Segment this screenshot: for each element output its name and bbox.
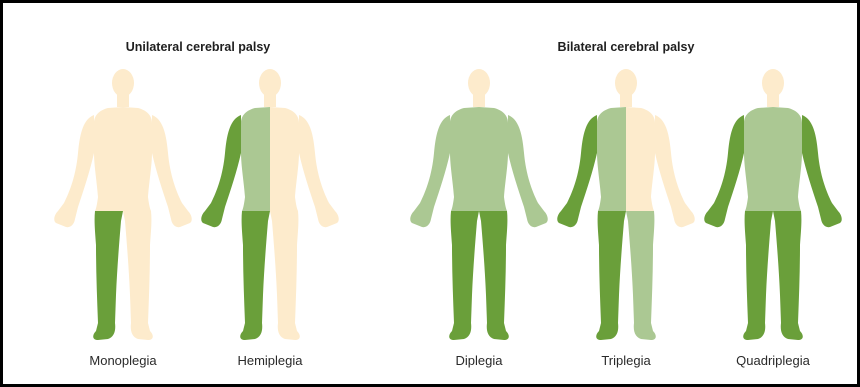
arm-right-region	[299, 115, 339, 227]
figure-diplegia	[404, 65, 554, 345]
body-figure	[698, 65, 848, 345]
head-region	[112, 69, 134, 107]
arm-left-region	[54, 115, 94, 227]
leg-left-region	[743, 211, 773, 340]
leg-right-region	[270, 211, 300, 340]
arm-left-region	[557, 115, 597, 227]
leg-right-region	[626, 211, 656, 340]
torso-left-region	[597, 107, 626, 211]
torso-left-region	[450, 107, 479, 211]
torso-left-region	[94, 107, 123, 211]
leg-left-region	[449, 211, 479, 340]
body-figure	[404, 65, 554, 345]
torso-right-region	[479, 107, 508, 211]
head-region	[615, 69, 637, 107]
leg-right-region	[773, 211, 803, 340]
torso-right-region	[626, 107, 655, 211]
heading-unilateral: Unilateral cerebral palsy	[126, 40, 271, 54]
arm-right-region	[802, 115, 842, 227]
label-monoplegia: Monoplegia	[89, 353, 156, 368]
leg-left-region	[596, 211, 626, 340]
figure-monoplegia	[48, 65, 198, 345]
torso-left-region	[241, 107, 270, 211]
arm-left-region	[201, 115, 241, 227]
head-region	[762, 69, 784, 107]
body-figure	[48, 65, 198, 345]
arm-left-region	[410, 115, 450, 227]
figure-triplegia	[551, 65, 701, 345]
torso-left-region	[744, 107, 773, 211]
arm-right-region	[655, 115, 695, 227]
heading-bilateral: Bilateral cerebral palsy	[558, 40, 695, 54]
body-figure	[551, 65, 701, 345]
figure-quadriplegia	[698, 65, 848, 345]
label-hemiplegia: Hemiplegia	[237, 353, 302, 368]
torso-right-region	[270, 107, 299, 211]
figure-hemiplegia	[195, 65, 345, 345]
leg-right-region	[123, 211, 153, 340]
torso-right-region	[773, 107, 802, 211]
arm-left-region	[704, 115, 744, 227]
label-diplegia: Diplegia	[456, 353, 503, 368]
head-region	[468, 69, 490, 107]
label-quadriplegia: Quadriplegia	[736, 353, 810, 368]
leg-right-region	[479, 211, 509, 340]
leg-left-region	[240, 211, 270, 340]
arm-right-region	[152, 115, 192, 227]
leg-left-region	[93, 211, 123, 340]
head-region	[259, 69, 281, 107]
arm-right-region	[508, 115, 548, 227]
label-triplegia: Triplegia	[601, 353, 650, 368]
torso-right-region	[123, 107, 152, 211]
body-figure	[195, 65, 345, 345]
